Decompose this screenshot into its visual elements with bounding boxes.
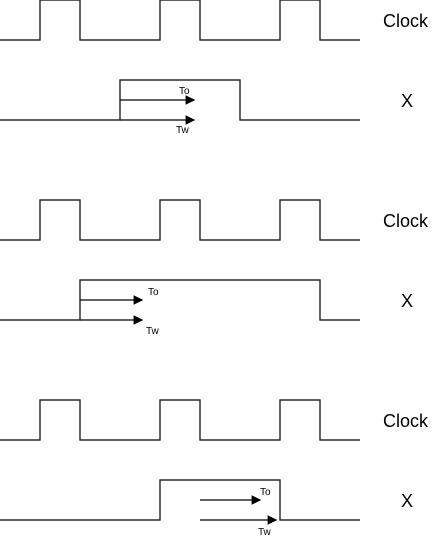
clock-waveform-3 xyxy=(0,399,360,441)
x-label-2: X xyxy=(401,291,413,311)
tw-label-1: Tw xyxy=(176,125,190,136)
x-waveform-3 xyxy=(0,479,360,521)
clock-waveform-2 xyxy=(0,199,360,241)
x-waveform-1 xyxy=(0,79,360,121)
tw-label-3: Tw xyxy=(258,527,272,538)
to-label-2: To xyxy=(148,287,159,298)
timing-diagram-2: Clock To Tw X xyxy=(0,199,429,337)
clock-waveform-1 xyxy=(0,0,360,41)
timing-diagram-3: Clock To Tw X xyxy=(0,399,429,538)
x-label-1: X xyxy=(401,91,413,111)
clock-label-1: Clock xyxy=(383,11,429,31)
clock-label-2: Clock xyxy=(383,211,429,231)
clock-label-3: Clock xyxy=(383,411,429,431)
timing-diagram-1: Clock To Tw X xyxy=(0,0,429,136)
x-waveform-2 xyxy=(0,279,360,321)
x-label-3: X xyxy=(401,491,413,511)
to-label-3: To xyxy=(260,487,271,498)
tw-label-2: Tw xyxy=(146,326,160,337)
to-label-1: To xyxy=(179,86,190,97)
